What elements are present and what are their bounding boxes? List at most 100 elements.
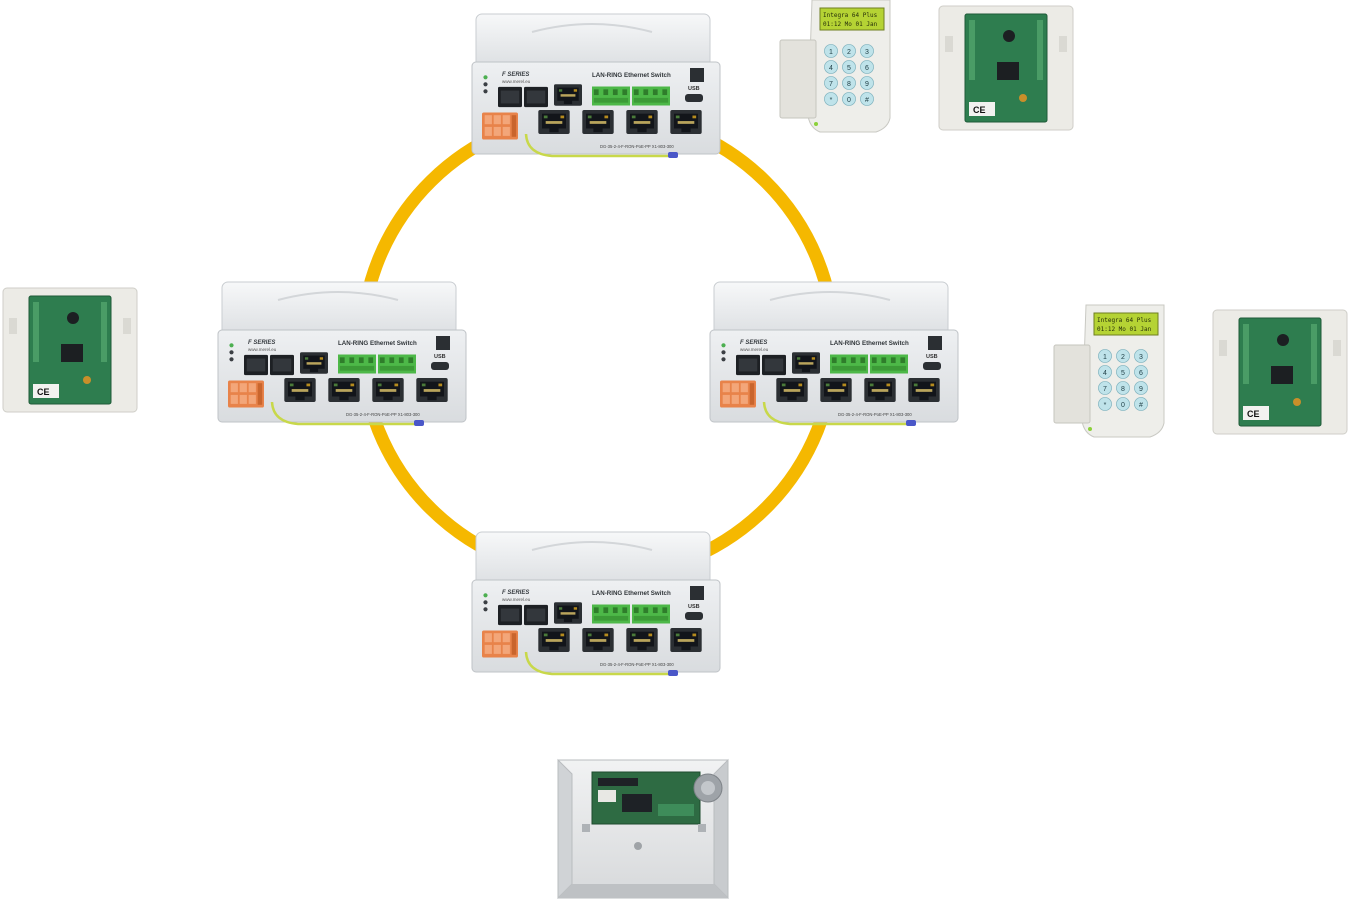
- sfp-port-1[interactable]: [244, 354, 268, 376]
- model-code: DG-35-2-4-F-RON-PoE-PP X1-803-300: [600, 144, 674, 149]
- ethernet-port-3[interactable]: [626, 110, 658, 134]
- series-mark: F SERIES: [248, 340, 275, 346]
- svg-text:3: 3: [1139, 354, 1143, 361]
- ethernet-port-uplink[interactable]: [554, 84, 582, 106]
- usb-port[interactable]: [685, 94, 703, 102]
- svg-text:8: 8: [847, 81, 851, 88]
- ce-mark: CE: [1247, 409, 1260, 419]
- ethernet-port-2[interactable]: [328, 378, 360, 402]
- power-connector[interactable]: [482, 630, 518, 658]
- key-8[interactable]: 8: [842, 76, 856, 90]
- ethernet-port-1[interactable]: [284, 378, 316, 402]
- ethernet-port-1[interactable]: [776, 378, 808, 402]
- key-6[interactable]: 6: [1134, 365, 1148, 379]
- key-6[interactable]: 6: [860, 60, 874, 74]
- lcd-display: [819, 7, 885, 31]
- keypad-keys: 1 2 3 4 5 6 7 8 9 * 0 #: [824, 44, 874, 106]
- svg-text:0: 0: [1121, 402, 1125, 409]
- switch-bottom: F SERIES www.merel.eu LAN-RING Ethernet …: [471, 531, 721, 676]
- key-5[interactable]: 5: [842, 60, 856, 74]
- usb-port[interactable]: [685, 612, 703, 620]
- terminal-block-2[interactable]: [632, 86, 670, 106]
- key-2[interactable]: 2: [1116, 349, 1130, 363]
- terminal-block-2[interactable]: [632, 604, 670, 624]
- svg-text:2: 2: [847, 49, 851, 56]
- sfp-port-2[interactable]: [524, 86, 548, 108]
- ground-lug: [906, 420, 916, 426]
- key-8[interactable]: 8: [1116, 381, 1130, 395]
- ethernet-port-4[interactable]: [908, 378, 940, 402]
- ground-lug: [414, 420, 424, 426]
- ethernet-port-3[interactable]: [864, 378, 896, 402]
- keypad-right: Integra 64 Plus 01:12 Mo 01 Jan 1 2 3 4 …: [1053, 304, 1165, 438]
- control-panel-enclosure: [557, 758, 729, 899]
- key-star[interactable]: *: [1098, 397, 1112, 411]
- lcd-display: [1093, 312, 1159, 336]
- terminal-block-1[interactable]: [830, 354, 868, 374]
- ethernet-port-1[interactable]: [538, 628, 570, 652]
- usb-port[interactable]: [431, 362, 449, 370]
- sfp-port-2[interactable]: [762, 354, 786, 376]
- key-4[interactable]: 4: [824, 60, 838, 74]
- ethernet-port-2[interactable]: [582, 110, 614, 134]
- key-0[interactable]: 0: [842, 92, 856, 106]
- key-star[interactable]: *: [824, 92, 838, 106]
- key-7[interactable]: 7: [824, 76, 838, 90]
- sfp-port-2[interactable]: [270, 354, 294, 376]
- svg-text:9: 9: [865, 81, 869, 88]
- svg-text:7: 7: [829, 81, 833, 88]
- svg-text:4: 4: [1103, 370, 1107, 377]
- key-1[interactable]: 1: [1098, 349, 1112, 363]
- key-5[interactable]: 5: [1116, 365, 1130, 379]
- ground-wire: [524, 133, 672, 158]
- brand-url: www.merel.eu: [740, 347, 769, 352]
- qr-code-icon: [928, 336, 942, 350]
- keypad-side-flap: [779, 39, 817, 119]
- ethernet-port-4[interactable]: [416, 378, 448, 402]
- ethernet-port-2[interactable]: [582, 628, 614, 652]
- terminal-block-1[interactable]: [338, 354, 376, 374]
- svg-text:8: 8: [1121, 386, 1125, 393]
- key-hash[interactable]: #: [860, 92, 874, 106]
- key-2[interactable]: 2: [842, 44, 856, 58]
- key-hash[interactable]: #: [1134, 397, 1148, 411]
- terminal-block-1[interactable]: [592, 86, 630, 106]
- ethernet-port-uplink[interactable]: [300, 352, 328, 374]
- key-9[interactable]: 9: [1134, 381, 1148, 395]
- terminal-block-1[interactable]: [592, 604, 630, 624]
- key-4[interactable]: 4: [1098, 365, 1112, 379]
- terminal-block-2[interactable]: [870, 354, 908, 374]
- usb-label: USB: [688, 86, 700, 92]
- ethernet-port-4[interactable]: [670, 110, 702, 134]
- ethernet-port-uplink[interactable]: [792, 352, 820, 374]
- ethernet-port-1[interactable]: [538, 110, 570, 134]
- ethernet-port-2[interactable]: [820, 378, 852, 402]
- usb-label: USB: [434, 354, 446, 360]
- svg-text:6: 6: [1139, 370, 1143, 377]
- ce-mark: CE: [37, 387, 50, 397]
- ethernet-port-3[interactable]: [372, 378, 404, 402]
- model-code: DG-35-2-4-F-RON-PoE-PP X1-803-300: [346, 412, 420, 417]
- power-connector[interactable]: [228, 380, 264, 408]
- svg-text:#: #: [1139, 402, 1143, 409]
- key-0[interactable]: 0: [1116, 397, 1130, 411]
- key-1[interactable]: 1: [824, 44, 838, 58]
- sfp-port-1[interactable]: [736, 354, 760, 376]
- key-3[interactable]: 3: [1134, 349, 1148, 363]
- ethernet-port-uplink[interactable]: [554, 602, 582, 624]
- ethernet-port-3[interactable]: [626, 628, 658, 652]
- terminal-block-2[interactable]: [378, 354, 416, 374]
- ethernet-port-4[interactable]: [670, 628, 702, 652]
- sfp-port-2[interactable]: [524, 604, 548, 626]
- pcb-chip: [1271, 366, 1293, 384]
- usb-port[interactable]: [923, 362, 941, 370]
- power-connector[interactable]: [482, 112, 518, 140]
- key-3[interactable]: 3: [860, 44, 874, 58]
- key-7[interactable]: 7: [1098, 381, 1112, 395]
- power-connector[interactable]: [720, 380, 756, 408]
- switch-body: [709, 281, 959, 423]
- key-9[interactable]: 9: [860, 76, 874, 90]
- sfp-port-1[interactable]: [498, 86, 522, 108]
- switch-right: F SERIES www.merel.eu LAN-RING Ethernet …: [709, 281, 959, 426]
- sfp-port-1[interactable]: [498, 604, 522, 626]
